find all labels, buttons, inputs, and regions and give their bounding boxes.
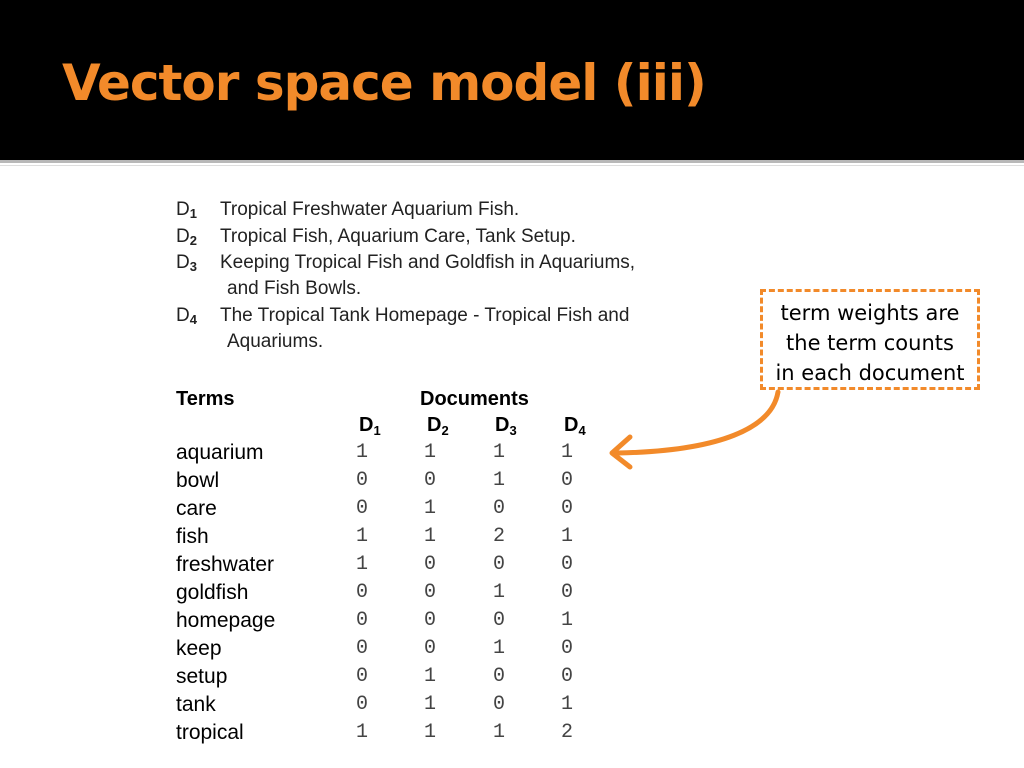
column-subscript: 2 (441, 423, 449, 438)
term-count-cell: 1 (560, 525, 573, 548)
term-count-cell: 1 (355, 721, 368, 744)
column-header-d2: D2 (427, 415, 449, 437)
term-count-cell: 0 (560, 637, 573, 660)
term-label: tank (176, 693, 216, 716)
title-divider-thin (0, 165, 1024, 166)
term-count-cell: 0 (423, 609, 436, 632)
document-text: Tropical Fish, Aquarium Care, Tank Setup… (220, 226, 576, 247)
term-count-cell: 2 (492, 525, 505, 548)
arrow-head (609, 434, 633, 470)
document-text: Aquariums. (227, 331, 324, 352)
column-id: D (359, 414, 374, 436)
term-count-cell: 1 (423, 441, 436, 464)
term-count-cell: 1 (423, 665, 436, 688)
term-label: fish (176, 525, 209, 548)
callout-text: in each document (775, 361, 965, 385)
document-text: and Fish Bowls. (227, 278, 362, 299)
term-count-cell: 2 (560, 721, 573, 744)
term-count-cell: 0 (423, 581, 436, 604)
document-id: D (176, 226, 190, 247)
term-count-cell: 1 (560, 693, 573, 716)
term-label: bowl (176, 469, 220, 492)
term-count-cell: 1 (492, 721, 505, 744)
document-subscript: 4 (189, 312, 197, 327)
term-count-cell: 0 (355, 609, 368, 632)
term-label: keep (176, 637, 222, 660)
term-count-cell: 0 (492, 553, 505, 576)
term-count-cell: 0 (560, 553, 573, 576)
term-count-cell: 1 (560, 609, 573, 632)
term-count-cell: 1 (560, 441, 573, 464)
column-header-d4: D4 (564, 415, 586, 437)
term-count-cell: 1 (423, 525, 436, 548)
term-count-cell: 0 (355, 497, 368, 520)
term-count-cell: 1 (492, 441, 505, 464)
title-divider (0, 160, 1024, 163)
term-label: aquarium (176, 441, 264, 464)
term-count-cell: 1 (423, 721, 436, 744)
document-id: D (176, 199, 190, 220)
term-count-cell: 0 (560, 581, 573, 604)
term-count-cell: 0 (492, 693, 505, 716)
term-count-cell: 0 (355, 665, 368, 688)
callout-text: the term counts (786, 331, 954, 355)
term-count-cell: 1 (355, 553, 368, 576)
term-count-cell: 0 (492, 665, 505, 688)
term-label: tropical (176, 721, 244, 744)
term-count-cell: 0 (355, 693, 368, 716)
terms-header: Terms (176, 388, 235, 410)
term-count-cell: 1 (355, 525, 368, 548)
term-label: care (176, 497, 217, 520)
document-subscript: 3 (189, 259, 197, 274)
title-bar: Vector space model (iii) (0, 0, 1024, 160)
document-id: D (176, 252, 190, 273)
document-id: D (176, 305, 190, 326)
column-header-d1: D1 (359, 415, 381, 437)
column-subscript: 3 (509, 423, 517, 438)
term-label: homepage (176, 609, 276, 632)
callout-text: term weights are (780, 301, 960, 325)
term-count-cell: 0 (492, 497, 505, 520)
document-subscript: 2 (189, 233, 197, 248)
term-count-cell: 1 (492, 637, 505, 660)
term-count-cell: 1 (355, 441, 368, 464)
slide-title: Vector space model (iii) (62, 54, 707, 112)
callout-box: term weights are the term counts in each… (760, 289, 980, 390)
term-count-cell: 0 (560, 497, 573, 520)
term-count-cell: 0 (423, 637, 436, 660)
document-text: Keeping Tropical Fish and Goldfish in Aq… (220, 252, 636, 273)
term-count-cell: 0 (423, 469, 436, 492)
column-subscript: 4 (578, 423, 586, 438)
term-count-cell: 0 (560, 665, 573, 688)
column-header-d3: D3 (495, 415, 517, 437)
document-text: Tropical Freshwater Aquarium Fish. (220, 199, 520, 220)
term-count-cell: 0 (355, 581, 368, 604)
term-label: freshwater (176, 553, 275, 576)
term-count-cell: 1 (492, 469, 505, 492)
column-id: D (564, 414, 579, 436)
arrow-curve (615, 389, 781, 456)
term-label: setup (176, 665, 228, 688)
term-count-cell: 0 (560, 469, 573, 492)
column-id: D (427, 414, 442, 436)
term-label: goldfish (176, 581, 249, 604)
term-count-cell: 0 (355, 469, 368, 492)
document-subscript: 1 (189, 206, 197, 221)
document-text: The Tropical Tank Homepage - Tropical Fi… (220, 305, 630, 326)
term-count-cell: 1 (423, 693, 436, 716)
term-count-cell: 0 (492, 609, 505, 632)
documents-header: Documents (420, 388, 529, 410)
term-count-cell: 1 (423, 497, 436, 520)
column-subscript: 1 (373, 423, 381, 438)
term-count-cell: 0 (423, 553, 436, 576)
term-count-cell: 0 (355, 637, 368, 660)
term-count-cell: 1 (492, 581, 505, 604)
column-id: D (495, 414, 510, 436)
